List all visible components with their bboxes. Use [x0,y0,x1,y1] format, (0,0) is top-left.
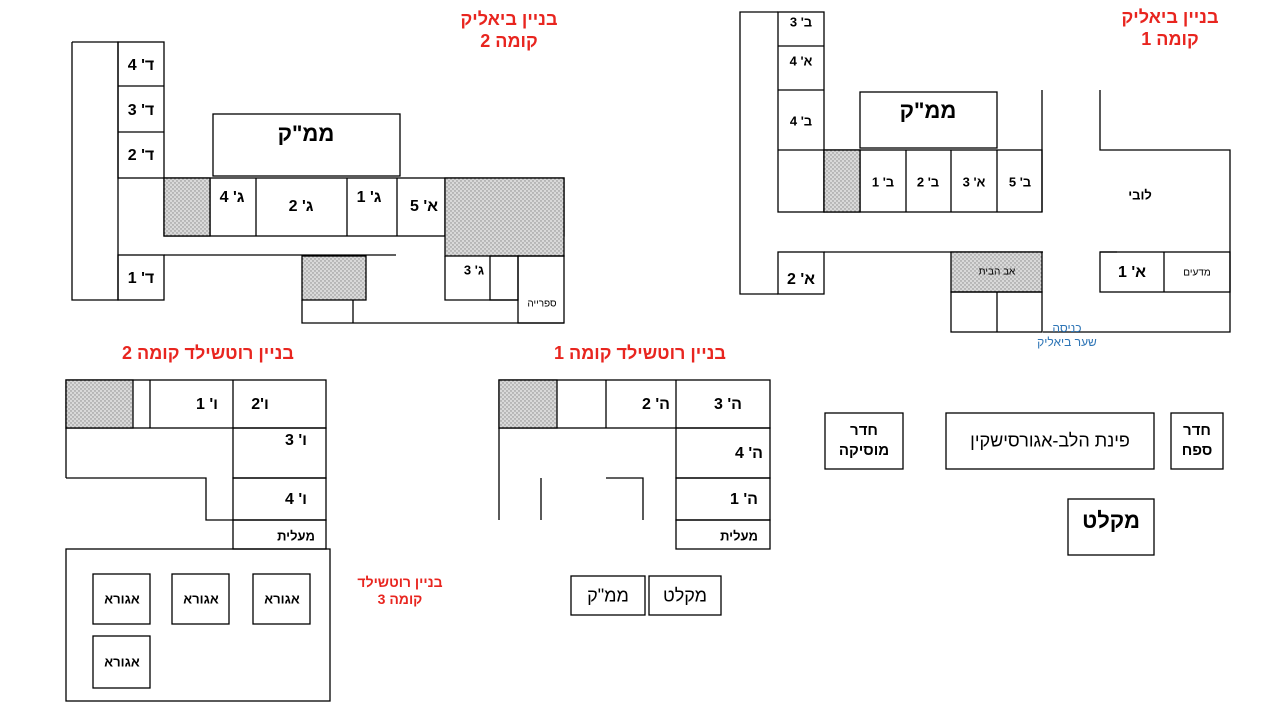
room-h4: ה' 4 [735,445,763,462]
room-caretaker: אב הבית [978,266,1016,278]
room-d3: ד' 3 [127,102,155,119]
bialik-floor-2-plan [71,41,565,324]
rothschild-floor-1-plan [498,379,771,616]
room-a1: א' 1 [1117,264,1147,281]
room-spah: חדר ספח [1181,422,1213,459]
title-rothschild-floor-3: בניין רוטשילד קומה 3 [357,574,443,607]
room-g3: ג' 3 [463,262,485,278]
rothschild-floor-2-plan [65,379,331,702]
room-heart-corner: פינת הלב-אגורסישקין [970,430,1130,451]
title-bialik-floor-2: בניין ביאליק קומה 2 [460,9,558,51]
room-elevator-rothschild-1: מעלית [720,528,758,544]
room-v3: ו' 3 [285,432,307,449]
room-g1: ג' 1 [356,189,382,206]
title-bialik-floor-1: בניין ביאליק קומה 1 [1121,7,1219,49]
room-b4: ב' 4 [789,113,813,129]
center-rooms-plan [824,412,1224,556]
room-shelter-rothschild-1: מקלט [662,585,708,606]
room-mamak-rothschild-1: ממ"ק [587,585,629,606]
bialik-floor-1-plan [739,11,1231,333]
room-d2: ד' 2 [127,147,155,164]
room-science: מדעים [1183,267,1211,279]
room-a3: א' 3 [962,174,986,190]
room-v1: ו' 1 [196,396,218,413]
room-shelter-center: מקלט [1082,508,1140,533]
room-music: חדר מוסיקה [838,422,890,459]
room-mamak-bialik-1: ממ"ק [899,98,957,123]
room-d1: ד' 1 [127,270,155,287]
room-h3: ה' 3 [714,396,742,413]
room-a2: א' 2 [786,271,816,288]
room-lobby: לובי [1128,187,1152,203]
room-v2: ו'2 [251,396,269,413]
title-rothschild-floor-2: בניין רוטשילד קומה 2 [122,343,294,363]
room-b3: ב' 3 [789,14,813,30]
title-rothschild-floor-1: בניין רוטשילד קומה 1 [554,343,726,363]
room-v4: ו' 4 [285,491,307,508]
room-elevator-rothschild-2: מעלית [277,528,315,544]
room-library: ספרייה [527,298,557,310]
room-g2: ג' 2 [288,198,314,215]
room-agora-2: אגורא [183,591,219,607]
room-a4: א' 4 [789,53,813,69]
room-agora-4: אגורא [104,654,140,670]
room-g4: ג' 4 [219,189,245,206]
room-mamak-bialik-2: ממ"ק [277,121,335,146]
room-h1: ה' 1 [730,491,758,508]
room-agora-1: אגורא [104,591,140,607]
room-b2: ב' 2 [916,174,940,190]
room-d4: ד' 4 [127,57,155,74]
room-b5: ב' 5 [1008,174,1032,190]
room-b1: ב' 1 [871,174,895,190]
bialik-gate-entrance: כניסה שער ביאליק [1037,321,1097,349]
room-agora-3: אגורא [264,591,300,607]
room-h2: ה' 2 [642,396,670,413]
room-a5-bialik-2: א' 5 [409,198,439,215]
